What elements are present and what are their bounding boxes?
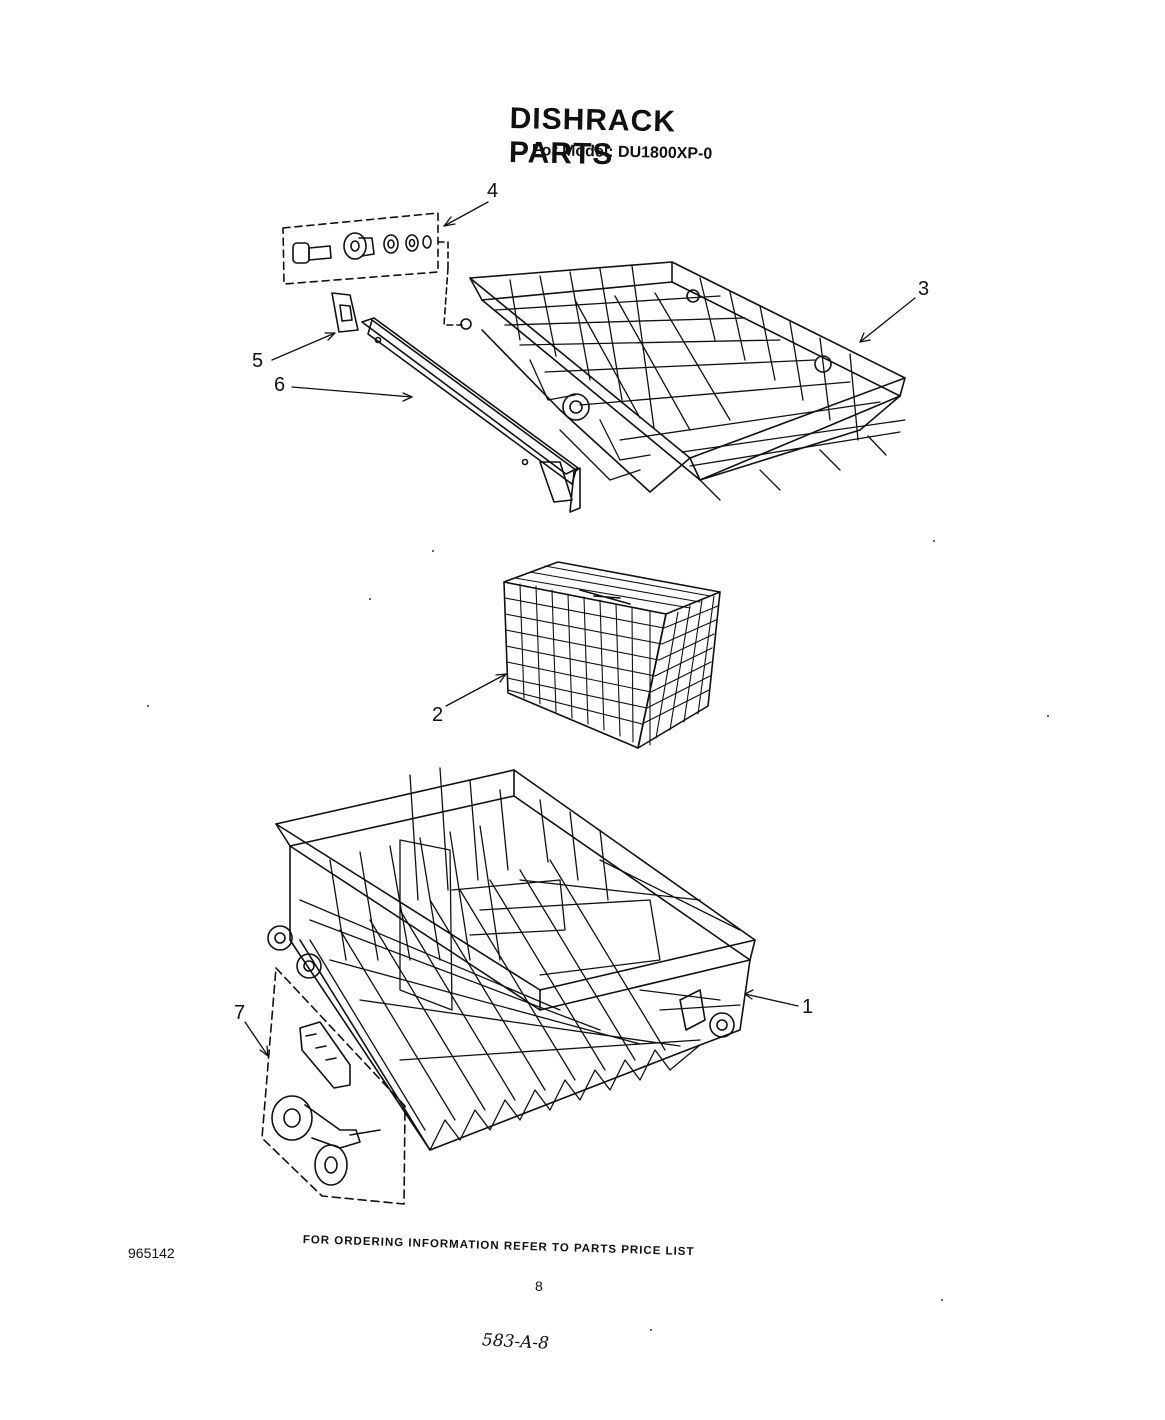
part-2-silverware-basket — [503, 561, 721, 749]
part-3-upper-rack — [460, 261, 906, 501]
callout-6: 6 — [274, 374, 286, 396]
callout-1: 1 — [802, 996, 814, 1018]
part-6-rack-track — [361, 317, 581, 513]
leader-lines — [244, 201, 916, 1057]
part-4-roller-kit — [282, 212, 463, 326]
callout-3: 3 — [918, 278, 930, 300]
callout-5: 5 — [252, 350, 264, 372]
callout-7: 7 — [234, 1002, 246, 1024]
handwritten-note: 583-A-8 — [481, 1330, 550, 1354]
callout-2: 2 — [432, 704, 444, 726]
page-number: 8 — [535, 1278, 543, 1294]
part-7-wheel-kit — [261, 967, 406, 1205]
part-1-lower-rack — [267, 767, 756, 1151]
part-5-clip — [331, 292, 359, 333]
callout-4: 4 — [487, 180, 499, 202]
document-number: 965142 — [128, 1245, 175, 1261]
page-title: DISHRACK PARTS — [508, 102, 677, 172]
